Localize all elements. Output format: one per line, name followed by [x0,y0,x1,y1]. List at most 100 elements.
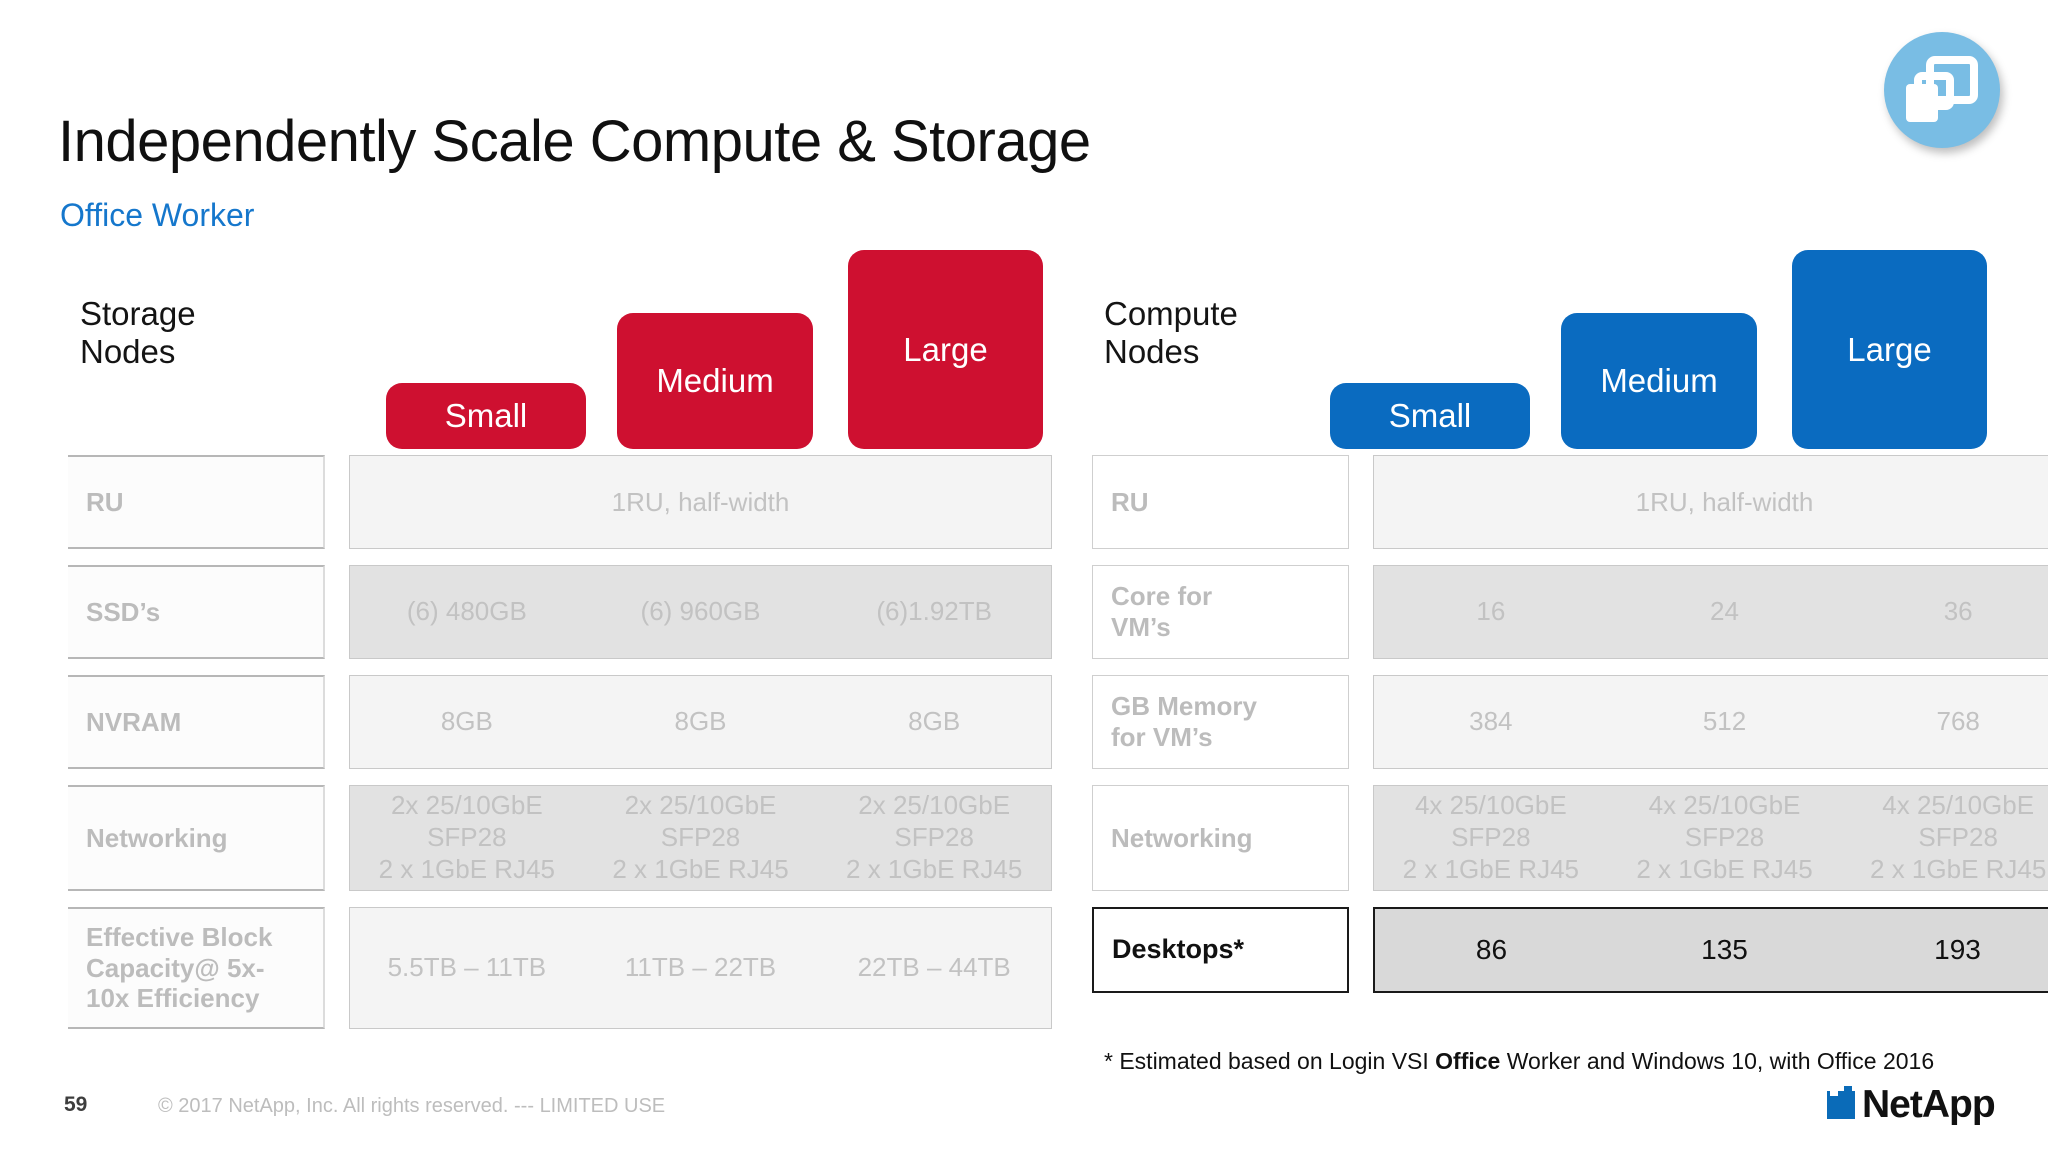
storage-row-values-effective-capacity: 5.5TB – 11TB 11TB – 22TB 22TB – 44TB [349,907,1052,1029]
compute-row-values-desktops: 86 135 193 [1373,907,2048,993]
cell-value: 2x 25/10GbE SFP28 2 x 1GbE RJ45 [846,790,1023,884]
storage-row-values-ssds: (6) 480GB (6) 960GB (6)1.92TB [349,565,1052,659]
cell-value: 22TB – 44TB [857,952,1011,983]
row-label-text: Networking [1111,822,1253,853]
compute-specs-table: RU 1RU, half-width Core for VM’s 16 24 3… [1092,455,2048,993]
row-label-text: GB Memory for VM’s [1111,691,1257,752]
cell-value: 4x 25/10GbE SFP28 2 x 1GbE RJ45 [1870,790,2047,884]
compute-group-title: Compute Nodes [1104,295,1238,370]
table-row: Effective Block Capacity@ 5x- 10x Effici… [68,907,1052,1029]
storage-row-values-networking: 2x 25/10GbE SFP28 2 x 1GbE RJ45 2x 25/10… [349,785,1052,891]
cell-value: 11TB – 22TB [624,952,777,983]
storage-row-values-ru: 1RU, half-width [349,455,1052,549]
cell-value: (6) 480GB [406,596,527,627]
compute-size-large[interactable]: Large [1792,250,1987,449]
row-label-text: Effective Block Capacity@ 5x- 10x Effici… [86,921,273,1014]
compute-row-label-core-for-vms: Core for VM’s [1092,565,1349,659]
cell-value: 193 [1934,933,1981,965]
spacer [1349,565,1373,659]
storage-size-medium-label: Medium [656,362,774,399]
cell-value: 2x 25/10GbE SFP28 2 x 1GbE RJ45 [612,790,789,884]
storage-row-label-effective-capacity: Effective Block Capacity@ 5x- 10x Effici… [68,907,325,1029]
cell-value: 2x 25/10GbE SFP28 2 x 1GbE RJ45 [378,790,555,884]
spacer [325,565,349,659]
row-label-text: RU [86,486,124,517]
storage-size-medium[interactable]: Medium [617,313,813,449]
table-row: RU 1RU, half-width [1092,455,2048,549]
page-title: Independently Scale Compute & Storage [58,109,1091,174]
page-number: 59 [64,1093,88,1116]
cell-value: 36 [1943,596,1973,627]
spacer [325,675,349,769]
storage-row-label-nvram: NVRAM [68,675,325,769]
storage-specs-table: RU 1RU, half-width SSD’s (6) 480GB (6) 9… [68,455,1052,1029]
table-row: GB Memory for VM’s 384 512 768 [1092,675,2048,769]
storage-group-title: Storage Nodes [80,295,196,370]
cell-value: 8GB [908,706,961,737]
netapp-logo: NetApp [1827,1083,1996,1127]
compute-row-values-ru: 1RU, half-width [1373,455,2048,549]
compute-size-medium-label: Medium [1600,362,1718,399]
compute-row-label-ru: RU [1092,455,1349,549]
cell-value: 24 [1710,596,1739,627]
footnote-pre: * Estimated based on Login VSI [1104,1048,1436,1074]
spacer [1349,675,1373,769]
compute-row-label-gb-memory-for-vms: GB Memory for VM’s [1092,675,1349,769]
netapp-logo-mark-icon [1827,1086,1855,1119]
cell-value: (6)1.92TB [876,596,992,627]
spacer [325,455,349,549]
table-row: NVRAM 8GB 8GB 8GB [68,675,1052,769]
cell-value: 1RU, half-width [611,486,790,517]
row-label-text: Networking [86,822,228,853]
cell-value: 512 [1702,706,1747,737]
table-row: RU 1RU, half-width [68,455,1052,549]
compute-size-small-label: Small [1388,397,1472,434]
cell-value: 4x 25/10GbE SFP28 2 x 1GbE RJ45 [1636,790,1813,884]
cell-value: 384 [1469,706,1513,737]
table-row: Core for VM’s 16 24 36 [1092,565,2048,659]
row-label-text: SSD’s [86,596,161,627]
footnote-bold: Office [1435,1048,1501,1074]
storage-size-large[interactable]: Large [848,250,1043,449]
cell-value: 768 [1936,706,1980,737]
table-row: SSD’s (6) 480GB (6) 960GB (6)1.92TB [68,565,1052,659]
footnote-post: Worker and Windows 10, with Office 2016 [1500,1048,1935,1074]
row-label-text: Desktops* [1112,934,1245,965]
spacer [325,907,349,1029]
storage-row-values-nvram: 8GB 8GB 8GB [349,675,1052,769]
row-label-text: NVRAM [86,706,182,737]
table-row: Networking 2x 25/10GbE SFP28 2 x 1GbE RJ… [68,785,1052,891]
copyright-notice: © 2017 NetApp, Inc. All rights reserved.… [158,1095,666,1117]
row-label-text: RU [1111,486,1149,517]
compute-size-medium[interactable]: Medium [1561,313,1757,449]
cell-value: 135 [1701,933,1748,965]
storage-size-small[interactable]: Small [386,383,586,449]
compute-size-small[interactable]: Small [1330,383,1530,449]
cell-value: 8GB [440,706,493,737]
storage-row-label-networking: Networking [68,785,325,891]
desktops-footnote: * Estimated based on Login VSI Office Wo… [1104,1048,1934,1075]
cell-value: 86 [1475,933,1508,965]
compute-row-label-desktops: Desktops* [1092,907,1349,993]
overlapping-screens-icon [1884,32,2000,148]
spacer [1349,907,1373,993]
storage-row-label-ru: RU [68,455,325,549]
spacer [325,785,349,891]
cell-value: 4x 25/10GbE SFP28 2 x 1GbE RJ45 [1402,790,1579,884]
table-row: Networking 4x 25/10GbE SFP28 2 x 1GbE RJ… [1092,785,2048,891]
spacer [1349,785,1373,891]
storage-size-small-label: Small [444,397,528,434]
cell-value: 1RU, half-width [1635,486,1814,517]
page-subtitle: Office Worker [60,197,255,233]
compute-row-label-networking: Networking [1092,785,1349,891]
netapp-logo-text: NetApp [1862,1083,1996,1126]
row-label-text: Core for VM’s [1111,581,1213,642]
compute-size-large-label: Large [1847,330,1932,368]
cell-value: 16 [1476,596,1506,627]
compute-row-values-gb-memory-for-vms: 384 512 768 [1373,675,2048,769]
table-row: Desktops* 86 135 193 [1092,907,2048,993]
storage-row-label-ssds: SSD’s [68,565,325,659]
compute-row-values-networking: 4x 25/10GbE SFP28 2 x 1GbE RJ45 4x 25/10… [1373,785,2048,891]
compute-row-values-core-for-vms: 16 24 36 [1373,565,2048,659]
